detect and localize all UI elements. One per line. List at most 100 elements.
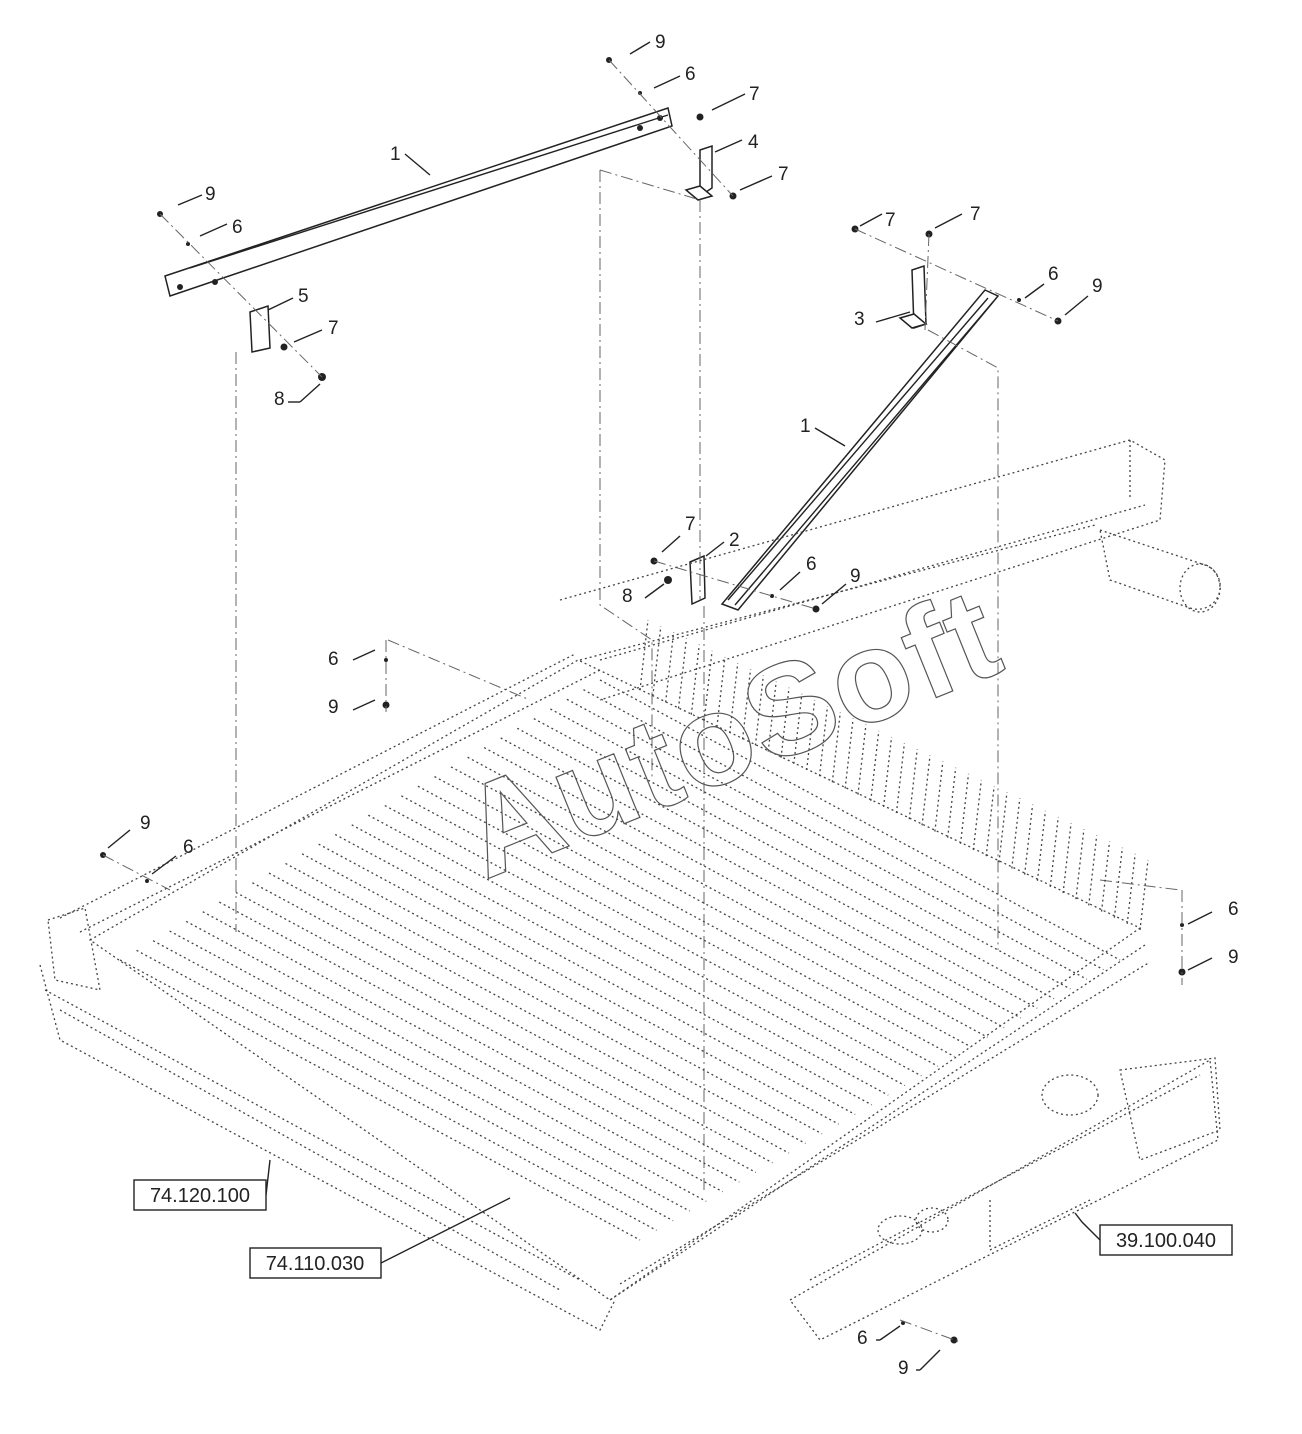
deck-bar	[119, 959, 641, 1241]
comb-tooth	[831, 712, 841, 783]
callout-6-center: 6	[806, 554, 817, 575]
deck-bar	[169, 930, 690, 1212]
callout-4: 4	[748, 132, 759, 153]
deck-bar	[219, 901, 740, 1183]
deck-bar	[550, 708, 1071, 990]
crossbar-right	[720, 289, 1000, 611]
deck-bar	[152, 940, 674, 1222]
deck-bar	[351, 824, 873, 1106]
callout-9-right: 9	[1092, 276, 1103, 297]
comb-tooth	[882, 736, 893, 807]
deck-bar	[268, 872, 790, 1154]
deck-bar	[334, 833, 856, 1116]
callout-2: 2	[729, 530, 740, 551]
callout-6-lower-left: 6	[183, 837, 194, 858]
comb-tooth	[908, 749, 918, 820]
deck-bar	[384, 804, 906, 1087]
reference-label: 39.100.040	[1116, 1230, 1216, 1252]
callout-7-top: 7	[749, 84, 760, 105]
comb-tooth	[870, 730, 880, 801]
callout-group: 9 6 7 4 7 1 9 6 7 7 5 7 8 6 9 3 1	[107, 32, 1239, 1379]
comb-tooth	[767, 681, 777, 752]
deck-bar	[483, 747, 1005, 1029]
deck	[39, 619, 1151, 1331]
callout-9-lower-right: 9	[1228, 947, 1239, 968]
callout-9-left: 9	[205, 184, 216, 205]
callout-7-bracket4: 7	[778, 164, 789, 185]
comb-tooth	[664, 632, 675, 703]
reference-box-74-110-030[interactable]: 74.110.030	[249, 1197, 511, 1279]
callout-1-right: 1	[800, 416, 811, 437]
callout-7-bracket5: 7	[328, 318, 339, 339]
deck-bar	[467, 756, 988, 1038]
callout-7-bracket2: 7	[685, 514, 696, 535]
callout-5: 5	[298, 286, 309, 307]
reference-box-74-120-100[interactable]: 74.120.100	[133, 1159, 271, 1211]
deck-bar	[450, 766, 972, 1048]
comb-tooth	[857, 724, 867, 795]
bracket-4	[684, 144, 714, 201]
comb-tooth	[1113, 847, 1124, 918]
callout-6-mid: 6	[328, 649, 339, 670]
deck-bar	[417, 785, 939, 1067]
comb-tooth	[793, 693, 803, 764]
comb-tooth	[1036, 810, 1047, 881]
comb-tooth	[729, 663, 739, 734]
comb-tooth	[806, 699, 816, 771]
reference-box-39-100-040[interactable]: 39.100.040	[1074, 1212, 1233, 1256]
callout-6-bottom: 6	[857, 1328, 868, 1349]
bracket-3	[898, 264, 928, 330]
deck-bar	[566, 698, 1088, 980]
deck-bar	[252, 882, 773, 1164]
callout-9-center: 9	[850, 566, 861, 587]
deck-bar	[401, 795, 922, 1077]
comb-tooth	[754, 675, 765, 746]
comb-tooth	[895, 743, 906, 814]
comb-tooth	[716, 656, 726, 727]
callout-7-right-b: 7	[970, 204, 981, 225]
callout-9-lower-left: 9	[140, 813, 151, 834]
crossbar-left	[164, 107, 673, 297]
bracket-5	[249, 304, 271, 353]
comb-tooth	[639, 619, 649, 691]
callout-6-left: 6	[232, 217, 243, 238]
callout-3: 3	[854, 309, 865, 330]
deck-bar	[235, 891, 757, 1173]
comb-tooth	[780, 687, 790, 758]
comb-tooth	[741, 669, 752, 740]
comb-tooth	[998, 792, 1008, 863]
comb-tooth	[1023, 804, 1034, 875]
comb-tooth	[1126, 853, 1136, 924]
callout-6-lower-right: 6	[1228, 899, 1239, 920]
comb-tooth	[985, 786, 995, 857]
deck-bar	[583, 689, 1104, 971]
deck-bar	[301, 853, 823, 1135]
comb-tooth	[652, 626, 662, 697]
deck-bar	[434, 775, 955, 1058]
watermark: AutoSoft	[441, 559, 1019, 906]
reference-label: 74.120.100	[150, 1185, 250, 1207]
comb-tooth	[690, 644, 700, 715]
callout-6-right: 6	[1048, 264, 1059, 285]
comb-tooth	[703, 650, 713, 721]
callout-9-top: 9	[655, 32, 666, 53]
deck-bar	[367, 814, 889, 1096]
callout-7-right-a: 7	[885, 210, 896, 231]
comb-tooth	[677, 638, 688, 709]
callout-1-left: 1	[390, 144, 401, 165]
comb-tooth	[947, 767, 957, 838]
centerlines	[102, 59, 1183, 1343]
callout-9-bottom: 9	[898, 1358, 909, 1379]
deck-bar	[202, 911, 724, 1193]
deck-bar	[285, 862, 806, 1145]
rear-frame	[559, 439, 1221, 701]
deck-bar	[599, 679, 1121, 961]
comb-tooth	[959, 773, 970, 844]
callout-8-left: 8	[274, 389, 285, 410]
deck-bar	[185, 920, 707, 1202]
comb-tooth	[844, 718, 854, 789]
comb-tooth	[1139, 859, 1149, 931]
bracket-2	[689, 554, 706, 606]
callout-8-center: 8	[622, 586, 633, 607]
comb-tooth	[921, 755, 931, 826]
